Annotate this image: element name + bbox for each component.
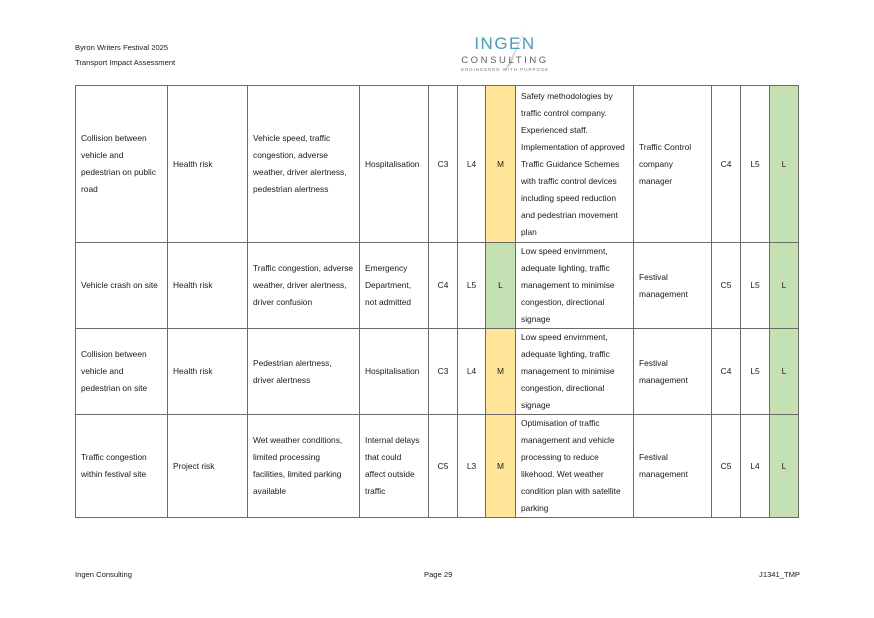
- likelihood-rating-cell: L4: [457, 328, 486, 415]
- causes-cell: Wet weather conditions, limited processi…: [247, 414, 360, 518]
- risk-type-cell: Health risk: [167, 85, 248, 243]
- document-header: Byron Writers Festival 2025 Transport Im…: [75, 40, 175, 70]
- footer-page-number: Page 29: [424, 570, 453, 579]
- controls-cell: Low speed envirnment, adequate lighting,…: [515, 328, 634, 415]
- residual-likelihood-cell: L5: [740, 328, 770, 415]
- residual-rating-cell: L: [769, 242, 799, 329]
- table-row: Collision between vehicle and pedestrian…: [75, 85, 799, 243]
- likelihood-rating-cell: L5: [457, 242, 486, 329]
- hazard-cell: Collision between vehicle and pedestrian…: [75, 328, 168, 415]
- controls-cell: Low speed envirnment, adequate lighting,…: [515, 242, 634, 329]
- consequence-rating-cell: C5: [428, 414, 458, 518]
- risk-rating-cell: M: [485, 85, 516, 243]
- residual-rating-cell: L: [769, 414, 799, 518]
- hazard-cell: Traffic congestion within festival site: [75, 414, 168, 518]
- residual-consequence-cell: C5: [711, 242, 741, 329]
- logo-tagline: ENGINEERED WITH PURPOSE: [461, 67, 549, 72]
- residual-rating-cell: L: [769, 85, 799, 243]
- consequence-cell: Hospitalisation: [359, 328, 429, 415]
- logo-subtitle: CONSULTING: [461, 55, 549, 66]
- ingen-logo: INGEN CONSULTING ENGINEERED WITH PURPOSE: [455, 24, 555, 76]
- header-event-name: Byron Writers Festival 2025: [75, 43, 169, 52]
- footer-document-code: J1341_TMP: [759, 570, 800, 579]
- risk-type-cell: Health risk: [167, 242, 248, 329]
- residual-rating-cell: L: [769, 328, 799, 415]
- likelihood-rating-cell: L4: [457, 85, 486, 243]
- residual-likelihood-cell: L4: [740, 414, 770, 518]
- consequence-rating-cell: C3: [428, 328, 458, 415]
- consequence-cell: Hospitalisation: [359, 85, 429, 243]
- risk-rating-cell: M: [485, 328, 516, 415]
- consequence-rating-cell: C3: [428, 85, 458, 243]
- table-row: Collision between vehicle and pedestrian…: [75, 328, 799, 415]
- likelihood-rating-cell: L3: [457, 414, 486, 518]
- responsible-cell: Festival management: [633, 242, 712, 329]
- responsible-cell: Traffic Control company manager: [633, 85, 712, 243]
- consequence-cell: Emergency Department, not admitted: [359, 242, 429, 329]
- header-report-title: Transport Impact Assessment: [75, 58, 176, 67]
- logo-wordmark: INGEN: [474, 34, 536, 53]
- residual-likelihood-cell: L5: [740, 242, 770, 329]
- risk-rating-cell: M: [485, 414, 516, 518]
- risk-type-cell: Project risk: [167, 414, 248, 518]
- risk-type-cell: Health risk: [167, 328, 248, 415]
- footer-company: Ingen Consulting: [75, 570, 132, 579]
- consequence-cell: Internal delays that could affect outsid…: [359, 414, 429, 518]
- hazard-cell: Vehicle crash on site: [75, 242, 168, 329]
- risk-rating-cell: L: [485, 242, 516, 329]
- consequence-rating-cell: C4: [428, 242, 458, 329]
- residual-consequence-cell: C5: [711, 414, 741, 518]
- controls-cell: Optimisation of traffic management and v…: [515, 414, 634, 518]
- causes-cell: Pedestrian alertness, driver alertness: [247, 328, 360, 415]
- hazard-cell: Collision between vehicle and pedestrian…: [75, 85, 168, 243]
- responsible-cell: Festival management: [633, 414, 712, 518]
- causes-cell: Vehicle speed, traffic congestion, adver…: [247, 85, 360, 243]
- responsible-cell: Festival management: [633, 328, 712, 415]
- logo-swoosh-icon: [505, 26, 527, 70]
- causes-cell: Traffic congestion, adverse weather, dri…: [247, 242, 360, 329]
- residual-consequence-cell: C4: [711, 328, 741, 415]
- residual-consequence-cell: C4: [711, 85, 741, 243]
- risk-assessment-table: Collision between vehicle and pedestrian…: [75, 85, 799, 518]
- residual-likelihood-cell: L5: [740, 85, 770, 243]
- controls-cell: Safety methodologies by traffic control …: [515, 85, 634, 243]
